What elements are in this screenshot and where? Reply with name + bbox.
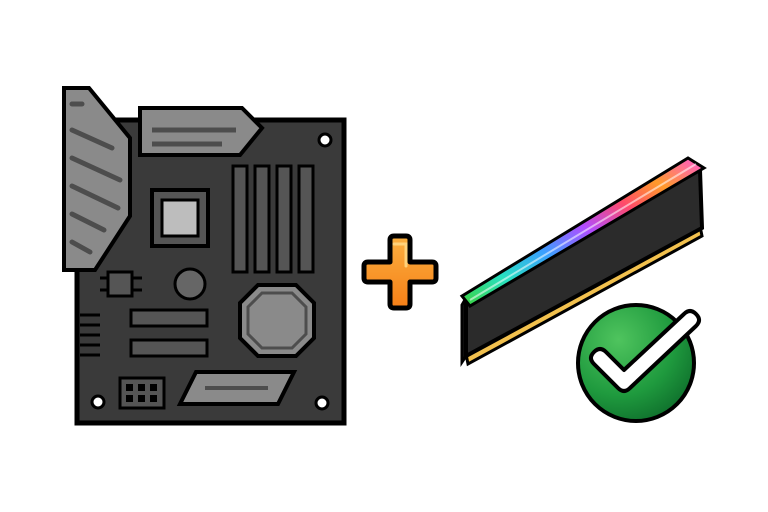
mount-hole-top-right — [317, 132, 333, 148]
chipset-heatsink-inner — [246, 291, 308, 350]
plus-highlight — [392, 242, 408, 268]
small-chip-pins — [100, 276, 142, 292]
power-connector — [118, 376, 166, 410]
chipset-heatsink — [238, 283, 316, 358]
pcie-slot-1 — [129, 308, 209, 328]
mount-hole-bottom-right — [314, 395, 330, 411]
capacitor — [173, 267, 207, 301]
ram-rgb-highlight — [469, 163, 697, 301]
rgb-ram-stick-icon — [459, 156, 707, 367]
mount-hole-bottom-left — [90, 394, 106, 410]
checkmark-badge-icon — [576, 303, 701, 423]
ram-slots — [231, 164, 315, 274]
small-chip — [106, 270, 134, 298]
cpu-socket-center — [160, 198, 200, 238]
motherboard-icon — [62, 86, 347, 426]
io-shield-fins — [69, 101, 123, 255]
check-mark — [589, 309, 701, 393]
pcie-slot-2 — [129, 338, 209, 358]
plus-icon — [361, 233, 439, 311]
left-io-pins — [80, 313, 100, 357]
power-connector-pins — [126, 384, 157, 402]
